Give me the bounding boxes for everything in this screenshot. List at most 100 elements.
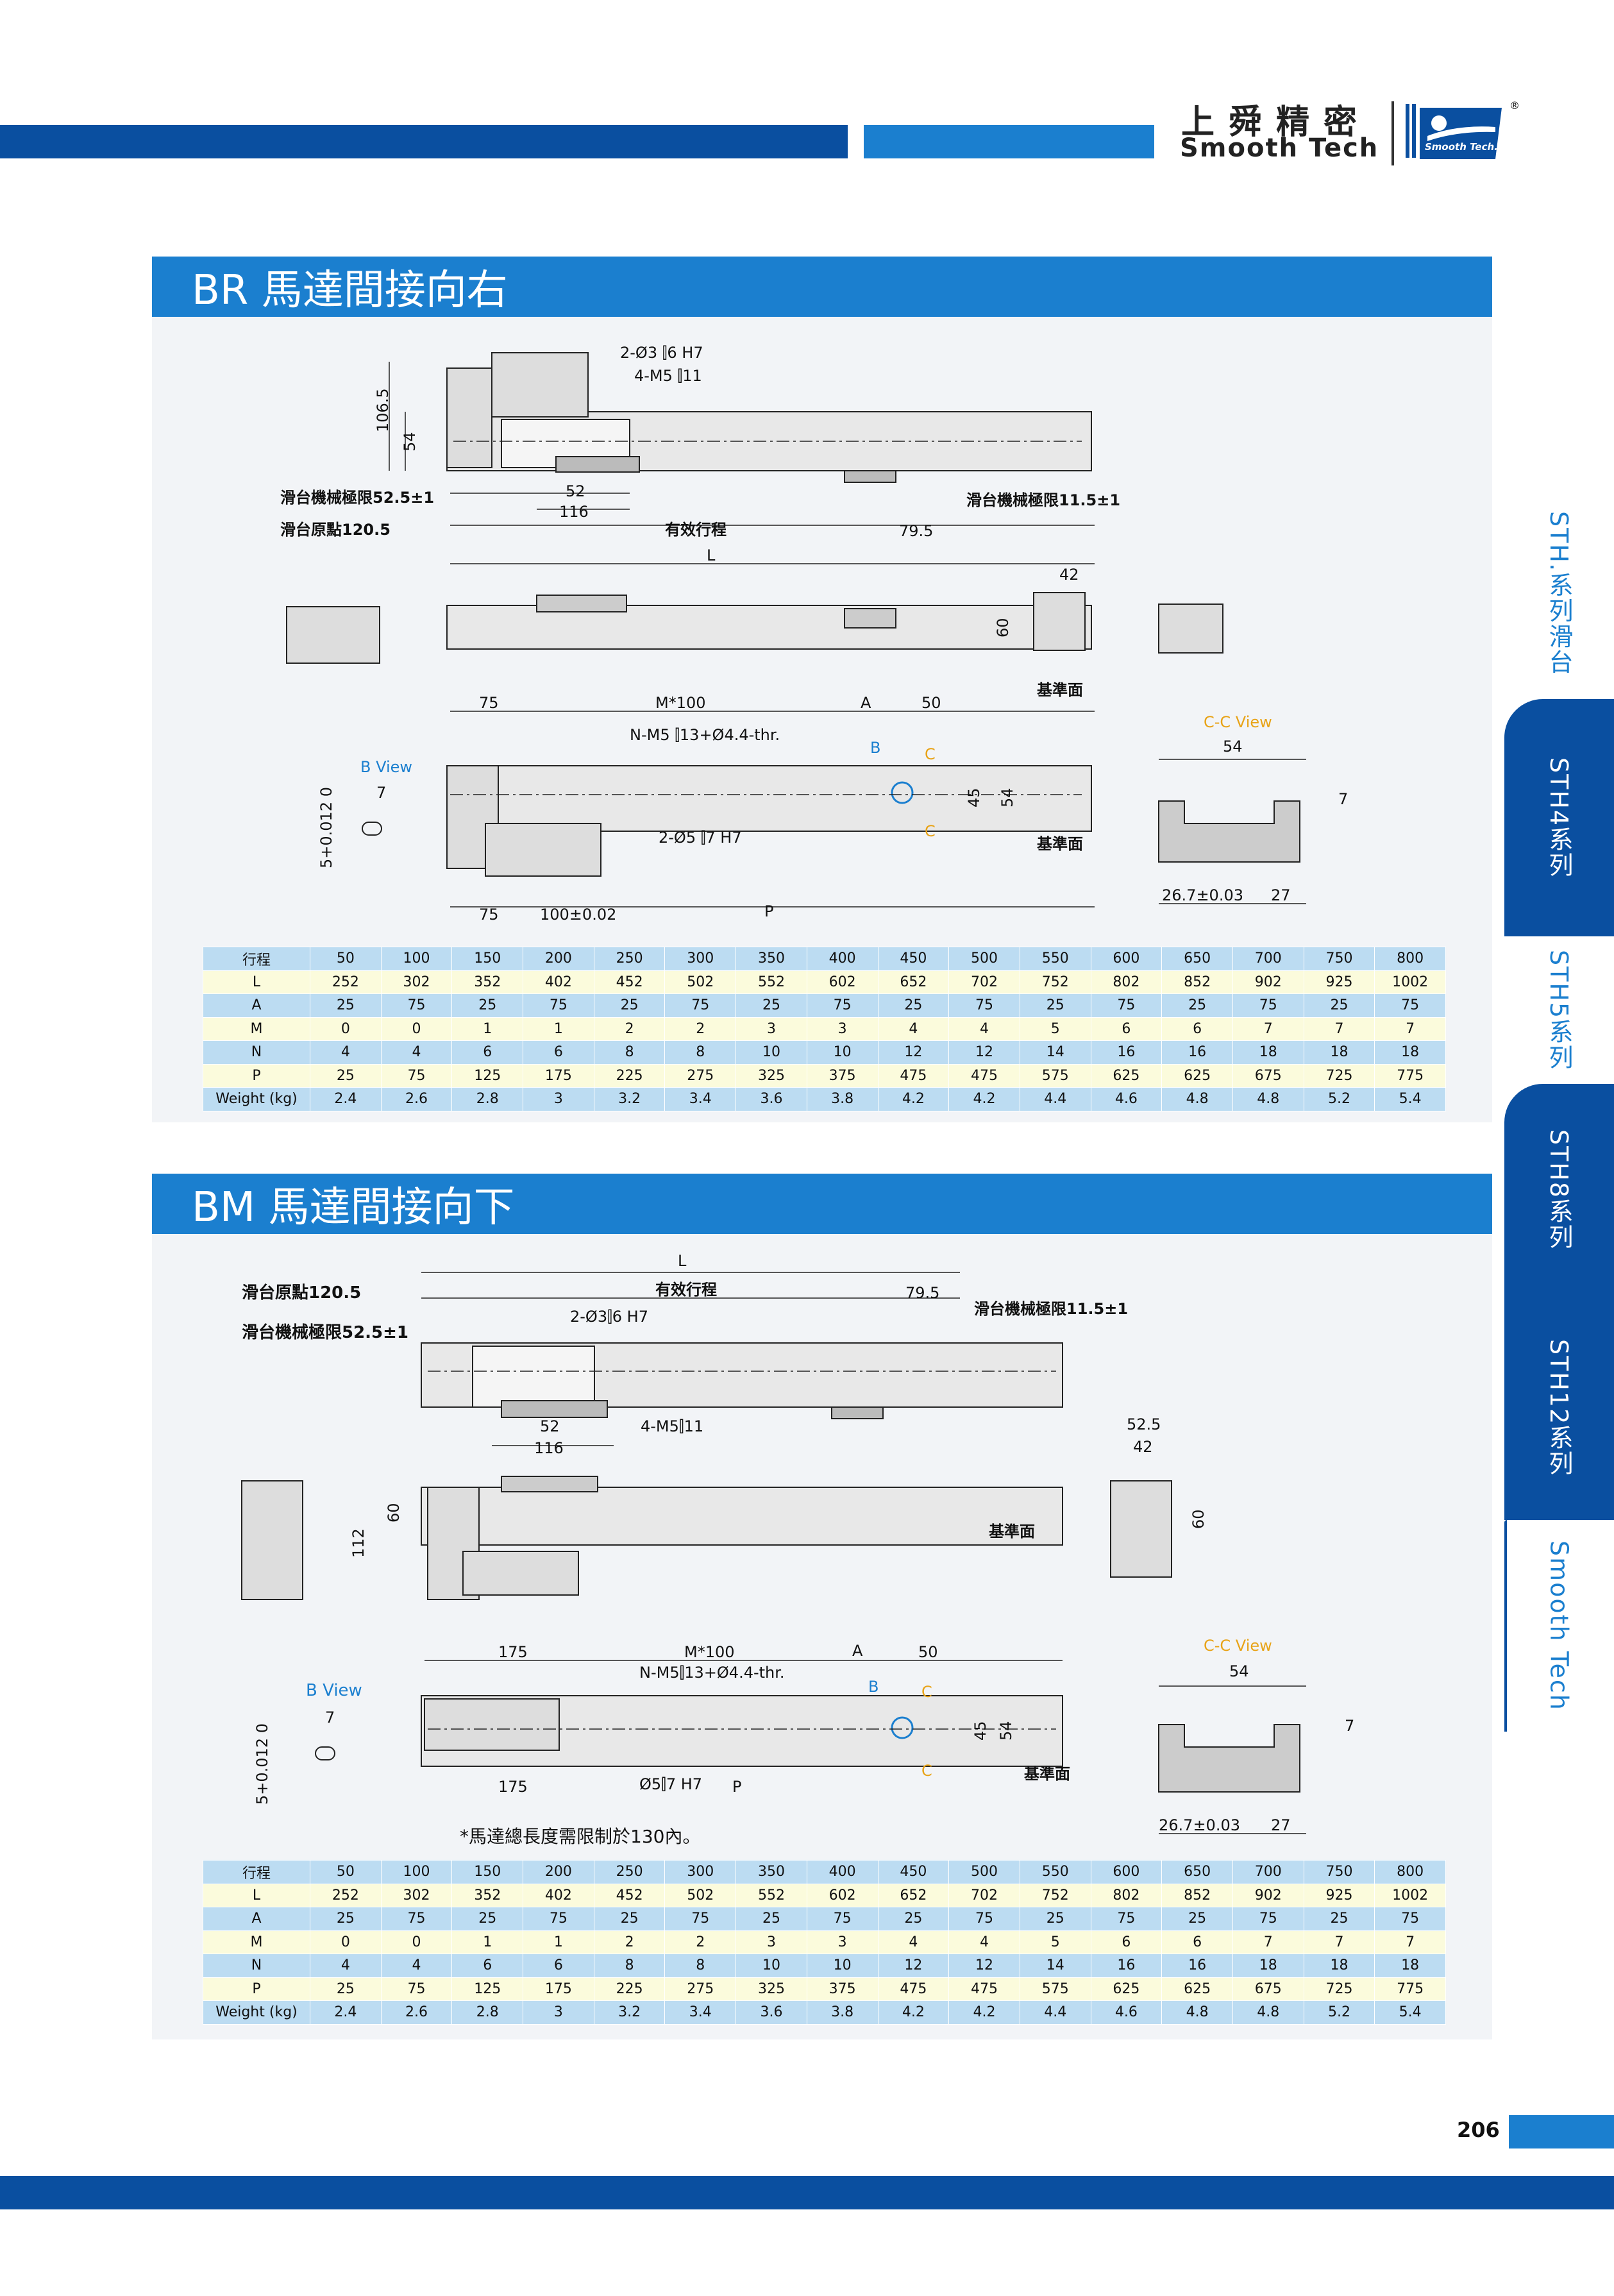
spec-cell: 175	[523, 1977, 594, 2001]
spec-cell: 2.6	[380, 1087, 453, 1111]
lbl-origin: 滑台原點120.5	[242, 1283, 361, 1303]
spec-cell: 775	[1374, 1977, 1446, 2001]
spec-cell: 352	[451, 1883, 524, 1907]
spec-cell: 6	[1161, 1930, 1233, 1954]
spec-cell: 4.2	[948, 1087, 1020, 1111]
lbl-L: L	[678, 1252, 687, 1270]
spec-cell: 7	[1232, 1017, 1304, 1041]
side-tab-sth5[interactable]: STH5系列	[1504, 936, 1614, 1084]
spec-cell: 10	[736, 1954, 807, 1978]
spec-cell: 250	[593, 1860, 666, 1884]
side-tab-sth12[interactable]: STH12系列	[1504, 1296, 1614, 1520]
spec-cell: 3.2	[593, 1087, 666, 1111]
spec-cell: 275	[664, 1063, 737, 1088]
spec-cell: 10	[736, 1040, 807, 1065]
spec-cell: 375	[806, 1063, 878, 1088]
lbl-d50: 50	[918, 1643, 938, 1661]
drawing-br: 2-Ø3 ⫿6 H7 4-M5 ⫿11 106.5 54 滑台機械極限52.5±…	[280, 344, 1348, 924]
spec-cell: 325	[736, 1063, 807, 1088]
spec-cell: 14	[1019, 1954, 1091, 1978]
spec-cell: 4.2	[877, 1087, 950, 1111]
spec-cell: 16	[1090, 1954, 1163, 1978]
lbl-cc54: 54	[1223, 738, 1243, 755]
spec-cell: 2	[593, 1017, 666, 1041]
spec-cell: 18	[1374, 1954, 1446, 1978]
spec-cell: 2.6	[380, 2000, 453, 2025]
spec-cell: 14	[1019, 1040, 1091, 1065]
spec-cell: 552	[736, 1883, 807, 1907]
spec-cell: 225	[593, 1063, 666, 1088]
spec-cell: 25	[310, 993, 382, 1018]
lbl-d60a: 60	[385, 1503, 403, 1523]
spec-cell: 75	[380, 1063, 453, 1088]
spec-cell: 602	[806, 970, 878, 994]
spec-cell: 800	[1374, 947, 1446, 971]
spec-cell: 75	[380, 993, 453, 1018]
spec-cell: 5	[1019, 1017, 1091, 1041]
spec-cell: 18	[1374, 1040, 1446, 1065]
side-tab-smooth-tech[interactable]: Smooth Tech	[1504, 1520, 1614, 1732]
lbl-P: P	[764, 902, 773, 920]
spec-cell: 50	[310, 1860, 382, 1884]
lbl-c2: C	[925, 822, 936, 840]
lbl-bview: B View	[306, 1681, 362, 1700]
spec-cell: 8	[664, 1954, 737, 1978]
spec-cell: 125	[451, 1977, 524, 2001]
spec-cell: 25	[451, 1907, 524, 1931]
spec-cell: 5.2	[1303, 2000, 1375, 2025]
spec-cell: 302	[380, 970, 453, 994]
side-tab-sth-series[interactable]: STH.系列滑台	[1504, 487, 1614, 699]
lbl-nm5: N-M5 ⫿13+Ø4.4-thr.	[630, 726, 780, 744]
spec-row-label: N	[203, 1954, 310, 1978]
spec-cell: 75	[664, 993, 737, 1018]
lbl-d795: 79.5	[905, 1284, 939, 1302]
spec-cell: 4	[380, 1040, 453, 1065]
spec-cell: 252	[310, 970, 382, 994]
spec-cell: 2	[664, 1017, 737, 1041]
spec-cell: 4.8	[1232, 1087, 1304, 1111]
lbl-d42: 42	[1059, 566, 1079, 584]
spec-cell: 4	[310, 1954, 382, 1978]
spec-cell: 5	[1019, 1930, 1091, 1954]
spec-cell: 625	[1090, 1063, 1163, 1088]
spec-cell: 16	[1090, 1040, 1163, 1065]
spec-cell: 75	[1090, 993, 1163, 1018]
spec-cell: 500	[948, 947, 1020, 971]
page-number: 206	[1457, 2118, 1500, 2142]
side-tab-sth8[interactable]: STH8系列	[1504, 1084, 1614, 1296]
spec-cell: 8	[593, 1040, 666, 1065]
registered-mark: ®	[1509, 99, 1520, 112]
lbl-d54b: 54	[998, 788, 1016, 807]
lbl-m100: M*100	[684, 1643, 735, 1661]
spec-cell: 25	[1019, 1907, 1091, 1931]
spec-cell: 2.8	[451, 1087, 524, 1111]
spec-cell: 3.4	[664, 2000, 737, 2025]
spec-cell: 7	[1374, 1930, 1446, 1954]
lbl-ref2: 基準面	[1024, 1765, 1070, 1783]
spec-cell: 750	[1303, 947, 1375, 971]
lbl-cc7: 7	[1338, 790, 1348, 808]
lbl-stroke: 有效行程	[655, 1281, 717, 1299]
lbl-d60b: 60	[1189, 1509, 1207, 1529]
spec-cell: 6	[451, 1954, 524, 1978]
spec-cell: 375	[806, 1977, 878, 2001]
lbl-nm5: N-M5⫿13+Ø4.4-thr.	[639, 1664, 785, 1682]
spec-cell: 302	[380, 1883, 453, 1907]
spec-cell: 12	[948, 1040, 1020, 1065]
spec-cell: 300	[664, 1860, 737, 1884]
spec-cell: 25	[1161, 1907, 1233, 1931]
spec-cell: 3	[523, 1087, 594, 1111]
side-tab-sth4[interactable]: STH4系列	[1504, 699, 1614, 936]
lbl-tol: 5+0.012 0	[317, 787, 335, 868]
spec-cell: 25	[593, 993, 666, 1018]
spec-cell: 452	[593, 1883, 666, 1907]
spec-cell: 175	[523, 1063, 594, 1088]
lbl-cc54: 54	[1229, 1662, 1249, 1680]
